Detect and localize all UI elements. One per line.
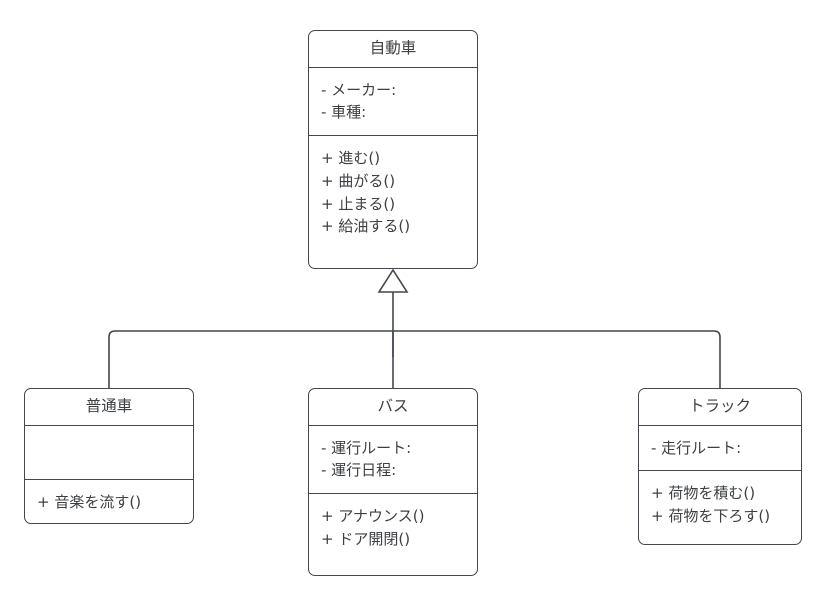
attributes-compartment-bus: - 運行ルート: - 運行日程: bbox=[309, 424, 477, 494]
attribute-list-vehicle: - メーカー: - 車種: bbox=[321, 79, 465, 125]
operation-item: + 止まる() bbox=[321, 194, 396, 213]
operation-list-bus: + アナウンス() + ドア開閉() bbox=[321, 505, 465, 551]
operation-list-vehicle: + 進む() + 曲がる() + 止まる() + 給油する() bbox=[321, 147, 465, 238]
class-name-vehicle: 自動車 bbox=[369, 39, 417, 57]
attributes-compartment-truck: - 走行ルート: bbox=[639, 424, 801, 471]
connector-to-ordinary-car bbox=[108, 330, 393, 388]
class-box-bus[interactable]: バス - 運行ルート: - 運行日程: + アナウンス() + ドア開閉() bbox=[308, 388, 478, 576]
attribute-item: - 運行ルート: bbox=[321, 438, 412, 457]
operation-item: + 荷物を積む() bbox=[651, 484, 756, 503]
attribute-item: - 走行ルート: bbox=[651, 438, 742, 457]
operation-item: + 曲がる() bbox=[321, 171, 396, 190]
attributes-compartment-ordinary-car bbox=[25, 424, 193, 479]
operations-compartment-vehicle: + 進む() + 曲がる() + 止まる() + 給油する() bbox=[309, 135, 477, 249]
attribute-item: - 運行日程: bbox=[321, 461, 397, 480]
class-box-truck[interactable]: トラック - 走行ルート: + 荷物を積む() + 荷物を下ろす() bbox=[638, 388, 802, 545]
operation-list-ordinary-car: + 音楽を流す() bbox=[37, 491, 181, 514]
attribute-list-truck: - 走行ルート: bbox=[651, 437, 789, 460]
operation-item: + 音楽を流す() bbox=[37, 492, 142, 511]
class-name-truck: トラック bbox=[688, 397, 751, 415]
operations-compartment-truck: + 荷物を積む() + 荷物を下ろす() bbox=[639, 470, 801, 539]
operations-compartment-bus: + アナウンス() + ドア開閉() bbox=[309, 493, 477, 562]
connector-to-truck bbox=[393, 330, 721, 388]
operation-item: + 給油する() bbox=[321, 217, 411, 236]
class-box-ordinary-car[interactable]: 普通車 + 音楽を流す() bbox=[24, 388, 194, 524]
attribute-item: - 車種: bbox=[321, 103, 367, 122]
attribute-item: - メーカー: bbox=[321, 80, 397, 99]
operation-item: + 進む() bbox=[321, 149, 381, 168]
operation-list-truck: + 荷物を積む() + 荷物を下ろす() bbox=[651, 482, 789, 528]
attributes-compartment-vehicle: - メーカー: - 車種: bbox=[309, 66, 477, 136]
attribute-list-bus: - 運行ルート: - 運行日程: bbox=[321, 437, 465, 483]
operation-item: + アナウンス() bbox=[321, 507, 425, 526]
class-name-bus: バス bbox=[377, 397, 409, 415]
class-name-ordinary-car: 普通車 bbox=[85, 397, 133, 415]
class-box-vehicle[interactable]: 自動車 - メーカー: - 車種: + 進む() + 曲がる() + 止まる()… bbox=[308, 30, 478, 269]
operation-item: + ドア開閉() bbox=[321, 529, 411, 548]
generalization-arrowhead bbox=[377, 268, 409, 293]
operations-compartment-ordinary-car: + 音楽を流す() bbox=[25, 478, 193, 524]
operation-item: + 荷物を下ろす() bbox=[651, 507, 771, 526]
